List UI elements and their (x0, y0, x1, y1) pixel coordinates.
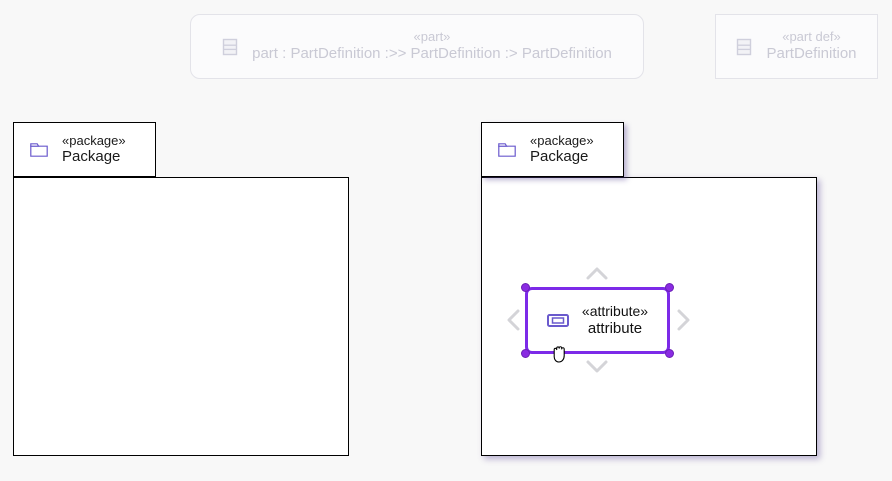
folder-icon (30, 142, 48, 157)
part-node-label: part : PartDefinition :>> PartDefinition… (252, 45, 612, 63)
part-node-stereotype: «part» (413, 29, 451, 44)
package-right-stereotype: «package» (530, 132, 594, 148)
attribute-node-stereotype: «attribute» (581, 302, 649, 319)
part-node[interactable]: «part» part : PartDefinition :>> PartDef… (190, 14, 644, 79)
part-def-node-label: PartDefinition (766, 45, 857, 63)
package-right-label: Package (530, 148, 589, 166)
chevron-right-icon[interactable] (676, 308, 692, 332)
chevron-left-icon[interactable] (505, 308, 521, 332)
handle-bottom-left[interactable] (521, 349, 530, 358)
attribute-icon (546, 314, 569, 327)
handle-top-left[interactable] (521, 283, 530, 292)
package-left-label: Package (62, 148, 121, 166)
package-left-stereotype: «package» (62, 132, 126, 148)
part-icon (222, 38, 238, 56)
attribute-node-label: attribute (587, 319, 643, 337)
handle-bottom-right[interactable] (665, 349, 674, 358)
package-right-tab[interactable]: «package» Package (481, 122, 624, 177)
package-left-tab[interactable]: «package» Package (13, 122, 156, 177)
part-def-node[interactable]: «part def» PartDefinition (715, 14, 878, 79)
part-def-node-stereotype: «part def» (782, 29, 841, 44)
chevron-down-icon[interactable] (585, 359, 609, 375)
part-def-icon (736, 38, 752, 56)
folder-icon (498, 142, 516, 157)
handle-top-right[interactable] (665, 283, 674, 292)
attribute-node[interactable]: «attribute» attribute (525, 287, 670, 354)
chevron-up-icon[interactable] (585, 265, 609, 281)
package-left-body[interactable] (13, 177, 349, 456)
